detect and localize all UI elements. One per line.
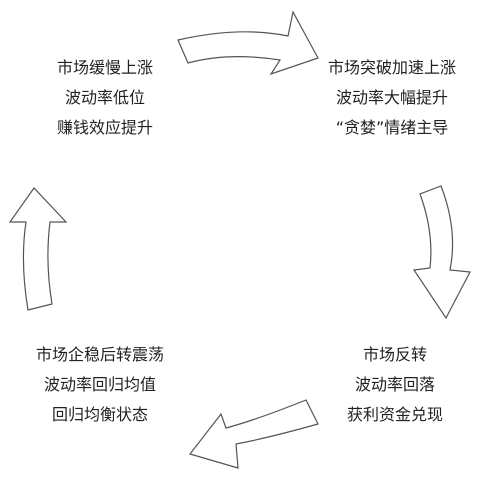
stage-line: 波动率回归均值 (43, 375, 156, 394)
stage-line: 市场缓慢上涨 (56, 58, 153, 77)
arrow-left (188, 399, 319, 469)
stage-line: 回归均衡状态 (51, 405, 148, 424)
arrow-up (8, 187, 68, 311)
stage-breakout-acceleration: 市场突破加速上涨 波动率大幅提升 “贪婪”情绪主导 (300, 53, 484, 143)
arrow-down (412, 185, 471, 320)
stage-line: 波动率回落 (354, 375, 435, 394)
stage-line: “贪婪”情绪主导 (335, 118, 449, 137)
stage-line: 赚钱效应提升 (56, 118, 153, 137)
stage-line: 市场突破加速上涨 (327, 58, 456, 77)
stage-line: 波动率大幅提升 (335, 88, 448, 107)
stage-line: 获利资金兑现 (346, 405, 443, 424)
arrow-right (177, 10, 319, 76)
stage-line: 市场企稳后转震荡 (35, 345, 164, 364)
stage-consolidation: 市场企稳后转震荡 波动率回归均值 回归均衡状态 (10, 340, 190, 430)
stage-line: 波动率低位 (64, 88, 145, 107)
stage-reversal: 市场反转 波动率回落 获利资金兑现 (310, 340, 480, 430)
stage-line: 市场反转 (362, 345, 427, 364)
stage-rising-slowly: 市场缓慢上涨 波动率低位 赚钱效应提升 (20, 53, 190, 143)
